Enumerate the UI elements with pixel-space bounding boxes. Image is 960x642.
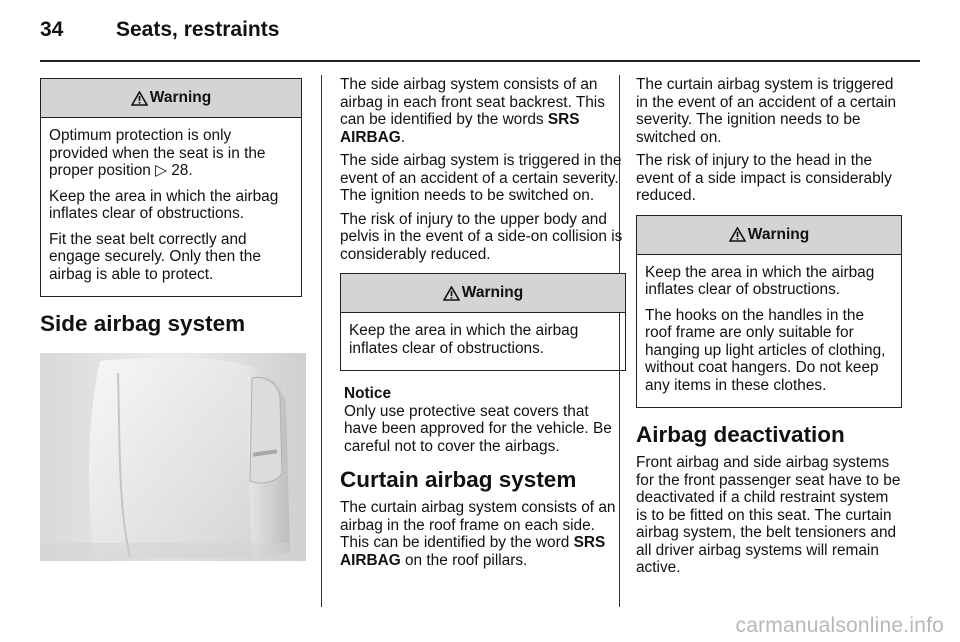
column-3: The curtain airbag system is triggered i… xyxy=(636,76,902,583)
warning-body: Keep the area in which the airbag inflat… xyxy=(341,313,625,370)
section-title: Seats, restraints xyxy=(116,18,280,41)
warning-paragraph: The hooks on the handles in the roof fra… xyxy=(645,306,886,394)
column-2: The side airbag system consists of an ai… xyxy=(340,76,626,575)
paragraph: The side airbag system is triggered in t… xyxy=(340,152,622,204)
bold-term: SRS AIRBAG xyxy=(340,111,580,146)
paragraph: The risk of injury to the upper body and… xyxy=(340,210,623,263)
page-number: 34 xyxy=(40,18,64,41)
notice-label: Notice xyxy=(344,385,392,402)
column-1: Warning Optimum protection is only provi… xyxy=(40,76,306,561)
column-divider xyxy=(321,75,322,607)
warning-box: Warning Optimum protection is only provi… xyxy=(40,78,302,297)
page-ref-arrow-icon: ▷ xyxy=(155,162,167,179)
paragraph-text: The curtain airbag system consists of an… xyxy=(340,499,616,551)
bold-term: SRS AIRBAG xyxy=(340,534,606,569)
warning-title: Warning xyxy=(149,89,212,106)
paragraph-end: on the roof pillars. xyxy=(405,551,528,569)
watermark: carmanualsonline.info xyxy=(735,614,944,637)
warning-box: Warning Keep the area in which the airba… xyxy=(636,214,902,408)
page-reference[interactable]: 28. xyxy=(171,162,193,179)
warning-paragraph: Keep the area in which the airbag inflat… xyxy=(49,187,279,223)
warning-title: Warning xyxy=(461,284,524,301)
paragraph: Front airbag and side airbag systems for… xyxy=(636,454,901,576)
heading-airbag-deactivation: Airbag deactivation xyxy=(636,422,845,447)
warning-paragraph: Keep the area in which the airbag inflat… xyxy=(349,322,579,357)
warning-header: Warning xyxy=(341,274,625,313)
notice-block: Notice Only use protective seat covers t… xyxy=(340,385,626,455)
warning-header: Warning xyxy=(41,79,301,118)
warning-header: Warning xyxy=(637,215,901,255)
warning-paragraph: Keep the area in which the airbag inflat… xyxy=(645,263,875,299)
warning-body: Optimum protection is only provided when… xyxy=(41,118,301,296)
column-divider xyxy=(619,75,620,607)
warning-box: Warning Keep the area in which the airba… xyxy=(340,273,626,371)
warning-triangle-icon xyxy=(130,90,148,106)
warning-paragraph: Optimum protection is only provided when… xyxy=(49,127,293,180)
paragraph: The side airbag system consists of an ai… xyxy=(340,76,626,146)
paragraph-text: The side airbag system consists of an ai… xyxy=(340,76,605,128)
seat-backrest-airbag-image xyxy=(40,353,306,561)
warning-text: Optimum protection is only provided when… xyxy=(49,127,266,179)
warning-body: Keep the area in which the airbag inflat… xyxy=(637,255,901,408)
warning-triangle-icon xyxy=(442,285,460,301)
paragraph: The risk of injury to the head in the ev… xyxy=(636,152,892,204)
page-header: 34 Seats, restraints xyxy=(40,18,279,52)
header-rule xyxy=(40,60,920,62)
notice-text: Only use protective seat covers that hav… xyxy=(344,402,612,455)
warning-paragraph: Fit the seat belt correctly and engage s… xyxy=(49,230,261,283)
warning-title: Warning xyxy=(747,225,810,243)
paragraph-end: . xyxy=(400,128,405,146)
warning-triangle-icon xyxy=(728,227,746,242)
heading-curtain-airbag: Curtain airbag system xyxy=(340,467,577,492)
heading-side-airbag: Side airbag system xyxy=(40,311,246,336)
paragraph: The curtain airbag system consists of an… xyxy=(340,499,626,569)
paragraph: The curtain airbag system is triggered i… xyxy=(636,76,897,146)
